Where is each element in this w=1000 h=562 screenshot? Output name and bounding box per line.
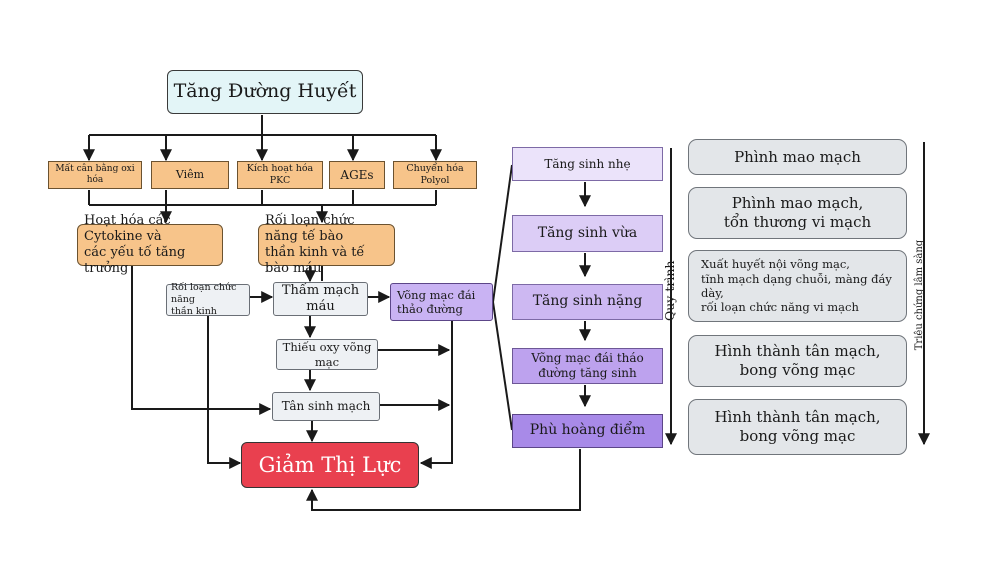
- diabetic-retinopathy-node: Võng mạc đái thảo đường: [390, 283, 493, 321]
- stage-moderate-proliferation: Tăng sinh vừa: [512, 215, 663, 252]
- process-label: Quy trình: [662, 260, 677, 321]
- cause-oxidative-imbalance: Mất cân bằng oxi hóa: [48, 161, 142, 189]
- symptom-4: Hình thành tân mạch, bong võng mạc: [688, 335, 907, 387]
- symptoms-label: Triệu chứng lâm sàng: [914, 239, 925, 351]
- effect-cytokine-activation: Hoạt hóa các Cytokine và các yếu tố tăng…: [77, 213, 223, 276]
- symptom-3: Xuất huyết nội võng mạc, tĩnh mạch dạng …: [688, 250, 907, 322]
- symptom-1: Phình mao mạch: [688, 139, 907, 175]
- cause-inflammation: Viêm: [151, 161, 229, 189]
- symptom-5: Hình thành tân mạch, bong võng mạc: [688, 399, 907, 455]
- cause-polyol-pathway: Chuyển hóa Polyol: [393, 161, 477, 189]
- symptom-2: Phình mao mạch, tổn thương vi mạch: [688, 187, 907, 239]
- stage-severe-proliferation: Tăng sinh nặng: [512, 284, 663, 320]
- neuro-dysfunction-node: Rối loạn chức năng thần kinh: [166, 282, 250, 317]
- vision-loss-node: Giảm Thị Lực: [241, 442, 419, 488]
- stage-mild-proliferation: Tăng sinh nhẹ: [512, 147, 663, 181]
- cause-pkc-activation: Kích hoạt hóa PKC: [237, 161, 323, 189]
- root-node: Tăng Đường Huyết: [167, 70, 363, 114]
- effect-neuro-blood-dysfunction: Rối loạn chức năng tế bào thần kinh và t…: [258, 213, 395, 276]
- stage-proliferative-retinopathy: Võng mạc đái tháo đường tăng sinh: [512, 348, 663, 384]
- stage-macular-edema: Phù hoàng điểm: [512, 414, 663, 448]
- retinal-hypoxia-node: Thiếu oxy võng mạc: [276, 339, 378, 370]
- cause-ages: AGEs: [329, 161, 385, 189]
- neovascularization-node: Tân sinh mạch: [272, 392, 380, 421]
- vascular-leak-node: Thấm mạch máu: [273, 282, 368, 316]
